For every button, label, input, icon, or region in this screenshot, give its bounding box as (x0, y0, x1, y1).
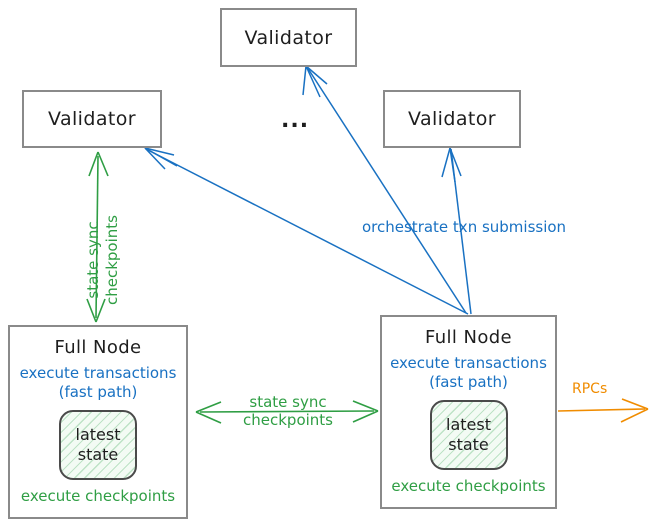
edge-orchestrate-to-validator-top (302, 65, 467, 314)
edge-label-state-sync-vertical: state sync checkpoints (84, 215, 122, 305)
full-node-right-footer: execute checkpoints (391, 477, 546, 495)
full-node-left-title: Full Node (54, 337, 142, 358)
full-node-right-fastpath-line1: execute transactions (390, 354, 547, 372)
edge-label-state-sync-vertical-line1: state sync (84, 221, 102, 299)
full-node-left-fastpath: execute transactions (fast path) (20, 364, 177, 402)
edge-state-sync-horizontal (195, 400, 379, 424)
full-node-right-state-line1: latest (446, 415, 491, 435)
full-node-right-title: Full Node (424, 327, 513, 348)
validator-left[interactable]: Validator (22, 90, 162, 148)
full-node-left-footer: execute checkpoints (20, 487, 176, 505)
full-node-right-latest-state: latest state (429, 399, 508, 470)
edge-label-state-sync-horizontal-line2: checkpoints (243, 411, 333, 430)
edge-label-state-sync-horizontal: state sync checkpoints (228, 393, 348, 430)
full-node-left-state-line1: latest (75, 425, 121, 445)
full-node-right-fastpath-line2: (fast path) (429, 372, 508, 391)
full-node-left-fastpath-line2: (fast path) (58, 382, 138, 401)
edge-label-rpcs: RPCs (572, 381, 608, 397)
validator-top-label: Validator (244, 26, 333, 49)
edge-rpcs (557, 398, 649, 423)
full-node-left-fastpath-line1: execute transactions (19, 364, 177, 382)
validator-right[interactable]: Validator (383, 90, 521, 148)
edge-orchestrate-to-validator-right (441, 147, 472, 315)
edge-orchestrate-to-validator-left (144, 147, 469, 315)
ellipsis-more-validators: ... (281, 108, 310, 133)
edge-state-sync-vertical (86, 151, 109, 323)
edge-label-orchestrate: orchestrate txn submission (362, 218, 567, 236)
validator-right-label: Validator (408, 108, 496, 130)
validator-left-label: Validator (48, 108, 136, 130)
full-node-left-latest-state: latest state (59, 409, 137, 480)
full-node-left[interactable]: Full Node execute transactions (fast pat… (8, 325, 188, 519)
full-node-right-fastpath: execute transactions (fast path) (390, 354, 547, 392)
full-node-right[interactable]: Full Node execute transactions (fast pat… (380, 315, 557, 509)
edge-label-state-sync-horizontal-line1: state sync (249, 393, 327, 411)
validator-top[interactable]: Validator (220, 8, 357, 67)
full-node-right-state-line2: state (448, 434, 489, 454)
edge-label-state-sync-vertical-line2: checkpoints (102, 215, 121, 305)
full-node-left-state-line2: state (77, 444, 119, 464)
